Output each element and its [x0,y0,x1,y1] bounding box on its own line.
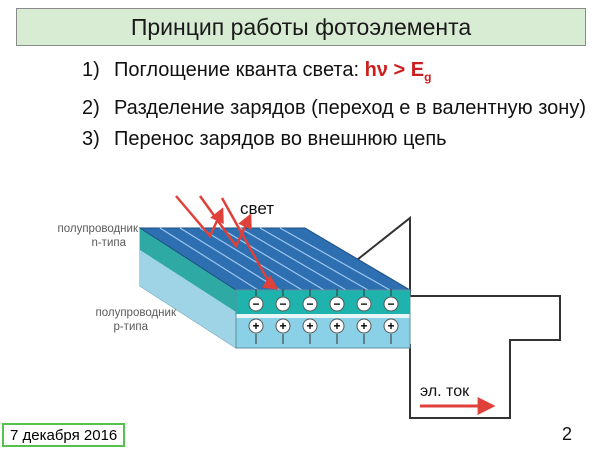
step-number: 1) [82,59,100,81]
step-text: Перенос зарядов во внешнюю цепь [114,128,447,150]
p-type-label-line1: полупроводник [96,307,177,319]
light-label: свет [240,199,274,218]
p-type-label-line2: p-типа [113,321,148,333]
steps-list: 1) Поглощение кванта света: hν > Eg 2) Р… [82,58,592,158]
date-badge: 7 декабря 2016 [2,423,126,447]
electron: − [275,289,291,312]
date-text: 7 декабря 2016 [10,426,118,444]
hole-sign: + [360,319,367,333]
slab-side-p-layer [140,250,236,348]
hole: + [275,318,291,344]
hole-sign: + [252,319,259,333]
step-item-1: 1) Поглощение кванта света: hν > Eg [82,58,592,90]
step-text: Поглощение кванта света: hν > Eg [114,58,592,90]
front-n-layer [236,290,410,314]
electron: − [383,289,399,312]
front-p-layer [236,318,410,348]
light-ray-1 [175,195,224,239]
step-text-main: Поглощение кванта света: [114,59,365,81]
electron-sign: − [360,297,367,311]
step-item-3: 3) Перенос зарядов во внешнюю цепь [82,127,592,152]
title-box: Принцип работы фотоэлемента [16,8,586,46]
n-type-label-line1: полупроводник [58,223,139,235]
electron-sign: − [387,297,394,311]
light-ray-3 [220,197,279,290]
current-label: эл. ток [420,383,470,400]
electron-sign: − [252,297,259,311]
hole: + [248,318,264,344]
hole: + [383,318,399,344]
circuit-wire [299,215,561,419]
step-number: 2) [82,97,100,119]
electron: − [248,289,264,312]
n-type-label-line2: n-типа [91,237,126,249]
electron: − [329,289,345,312]
page-number: 2 [562,424,573,444]
formula-subscript: g [424,70,432,84]
electron-sign: − [333,297,340,311]
electron-sign: − [306,297,313,311]
light-ray-2 [198,195,252,249]
electron-sign: − [279,297,286,311]
step-text: Разделение зарядов (переход е в валентну… [114,97,586,119]
light-rays [175,195,279,290]
hole-sign: + [387,319,394,333]
electron: − [302,289,318,312]
step-number: 3) [82,128,100,150]
electron: − [356,289,372,312]
front-face-outline [235,289,411,349]
solar-grid-lines [159,227,391,291]
front-junction [236,314,410,318]
slide-title: Принцип работы фотоэлемента [130,13,472,40]
electrons-row: − − − − − − [248,289,399,312]
formula: hν > Eg [364,59,432,84]
holes-row: + + + + + + [248,318,399,344]
hole: + [329,318,345,344]
hole-sign: + [306,319,313,333]
formula-main: hν > E [364,59,425,81]
hole-sign: + [279,319,286,333]
step-item-2: 2) Разделение зарядов (переход е в вален… [82,96,592,121]
hole: + [302,318,318,344]
photocell-diagram: − − − − − − + + + + + + свет полупроводн… [58,195,561,419]
hole: + [356,318,372,344]
slab-side-n-layer [140,228,236,312]
hole-sign: + [333,319,340,333]
